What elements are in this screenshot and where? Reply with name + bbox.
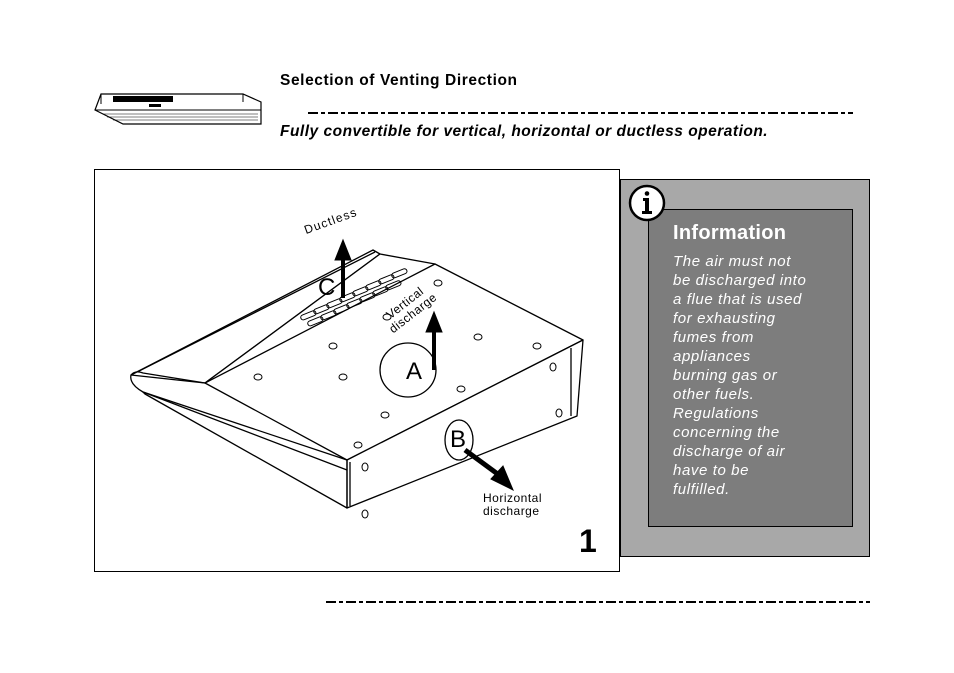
info-icon [628,184,666,222]
range-hood-thumbnail [94,93,262,125]
info-panel-inner [648,209,853,527]
figure-number: 1 [579,523,597,559]
letter-c: C [318,274,336,301]
letter-a: A [406,358,423,385]
page-subtitle: Fully convertible for vertical, horizont… [280,123,769,140]
letter-b: B [450,426,467,453]
label-horizontal-line2: discharge [483,504,540,518]
range-hood-drawing [130,238,584,519]
info-title: Information [673,222,787,244]
page-title: Selection of Venting Direction [280,72,518,89]
label-horizontal-line1: Horizontal [483,491,543,505]
dash-divider-top [308,112,853,114]
dash-divider-bottom [326,601,870,603]
info-body-text: The air must not be discharged into a fl… [673,253,807,498]
